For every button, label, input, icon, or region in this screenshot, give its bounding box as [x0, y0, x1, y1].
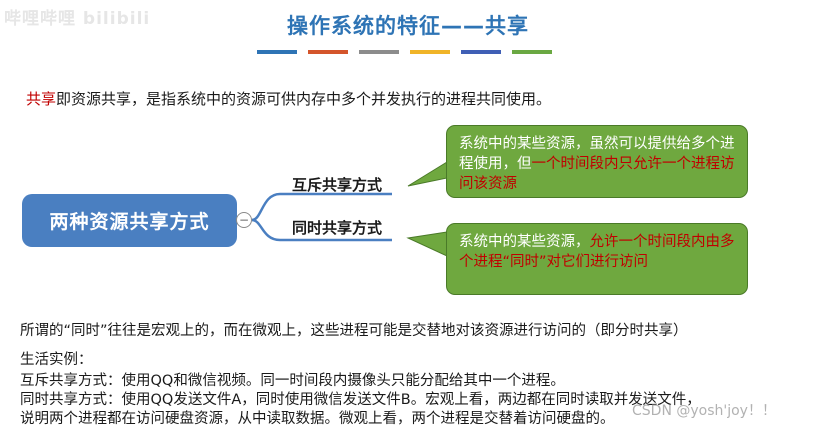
intro-keyword: 共享 [26, 90, 57, 108]
slide-title: 操作系统的特征——共享 [287, 14, 529, 38]
csdn-watermark: CSDN @yosh'joy！！ [632, 403, 776, 419]
connector-branch-1 [251, 192, 392, 222]
intro-text: 即资源共享，是指系统中的资源可供内存中多个并发执行的进程共同使用。 [56, 90, 552, 108]
callout-tail-2 [406, 231, 448, 257]
title-color-segment [410, 50, 450, 54]
example-line-3: 说明两个进程都在访问硬盘资源，从中读取数据。微观上看，两个进程是交替着访问硬盘的… [20, 411, 615, 427]
callout-tail-1 [407, 161, 448, 187]
intro-sentence: 共享即资源共享，是指系统中的资源可供内存中多个并发执行的进程共同使用。 [26, 88, 551, 109]
branch-mutex-sharing[interactable]: 互斥共享方式 [292, 176, 383, 194]
connector-branch-2 [251, 218, 392, 242]
callout-text: 系统中的某些资源， [459, 234, 590, 250]
title-color-bar [257, 50, 552, 54]
title-color-segment [308, 50, 348, 54]
callout-highlight: 允许一个时间段内由多个进程“同时”对它们进行访问 [459, 234, 735, 270]
collapse-toggle-icon[interactable]: − [236, 212, 252, 228]
explanation-text: 所谓的“同时”往往是宏观上的，而在微观上，这些进程可能是交替地对该资源进行访问的… [20, 323, 688, 339]
callout-highlight: 一个时间段内只允许一个进程访问该资源 [459, 156, 735, 192]
example-line-1: 互斥共享方式：使用QQ和微信视频。同一时间段内摄像头只能分配给其中一个进程。 [20, 373, 565, 389]
title-color-segment [461, 50, 501, 54]
bilibili-watermark: 哔哩哔哩 bilibili [4, 9, 151, 29]
branch-simultaneous-sharing[interactable]: 同时共享方式 [292, 219, 383, 237]
callout-text: 系统中的某些资源，虽然可以提供给多个进程使用，但 [459, 136, 735, 172]
mindmap-root-node[interactable]: 两种资源共享方式 [22, 194, 237, 247]
examples-heading: 生活实例： [20, 352, 93, 368]
example-line-2: 同时共享方式：使用QQ发送文件A，同时使用微信发送文件B。宏观上看，两边都在同时… [20, 392, 701, 408]
title-color-segment [257, 50, 297, 54]
title-color-segment [512, 50, 552, 54]
callout-simultaneous-sharing: 系统中的某些资源，允许一个时间段内由多个进程“同时”对它们进行访问 [446, 223, 748, 295]
callout-mutex-sharing: 系统中的某些资源，虽然可以提供给多个进程使用，但一个时间段内只允许一个进程访问该… [446, 125, 748, 198]
title-color-segment [359, 50, 399, 54]
